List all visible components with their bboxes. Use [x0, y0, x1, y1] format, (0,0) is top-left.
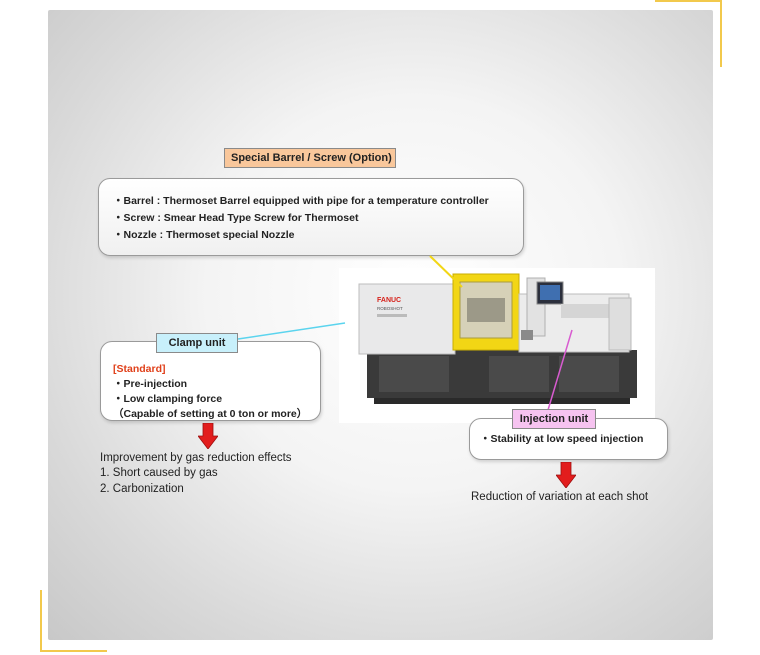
effect-short-by-gas: 1. Short caused by gas — [100, 467, 218, 479]
injection-callout-line — [547, 329, 573, 411]
machine-model-badge — [377, 314, 407, 317]
barrel-callout-line — [429, 255, 463, 288]
machine-brand: FANUC — [377, 297, 401, 304]
pre-injection-line: ・Pre-injection — [113, 378, 188, 390]
low-speed-injection-line: ・Stability at low speed injection — [480, 433, 644, 445]
standard-label: [Standard] — [113, 363, 166, 375]
clamp-callout-line — [237, 322, 346, 340]
machine-illustration: FANUC ROBOSHOT — [358, 273, 637, 404]
injection-cylinder-cover — [561, 304, 609, 318]
frame-corner-bottom-left — [40, 590, 107, 652]
injection-molding-machine-image: FANUC ROBOSHOT — [339, 268, 655, 423]
control-screen-display — [540, 285, 560, 300]
effect-carbonization: 2. Carbonization — [100, 483, 184, 495]
injection-unit-tag: Injection unit — [512, 409, 596, 429]
variation-reduction-effect: Reduction of variation at each shot — [471, 491, 649, 503]
machine-base-panel-right — [559, 356, 619, 392]
barrel-spec-line: ・Barrel : Thermoset Barrel equipped with… — [113, 195, 489, 207]
machine-base-panel-mid — [489, 356, 549, 392]
barrel-spec-box: ・Barrel : Thermoset Barrel equipped with… — [98, 178, 524, 256]
injection-rear-cover — [608, 297, 632, 351]
gas-reduction-effect: Improvement by gas reduction effects — [100, 452, 292, 464]
clamp-setting-note: （Capable of setting at 0 ton or more） — [113, 408, 308, 420]
nozzle-block — [521, 330, 533, 340]
machine-base-panel-left — [379, 356, 449, 392]
low-clamping-force-line: ・Low clamping force — [113, 393, 223, 405]
screw-spec-line: ・Screw : Smear Head Type Screw for Therm… — [113, 212, 359, 224]
injection-down-arrow-icon — [556, 462, 576, 488]
clamp-unit-box: [Standard] ・Pre-injection ・Low clamping … — [100, 341, 321, 421]
machine-foot — [374, 398, 630, 404]
clamp-down-arrow-icon — [198, 423, 218, 449]
clamp-unit-tag: Clamp unit — [156, 333, 238, 353]
special-barrel-screw-tag: Special Barrel / Screw (Option) — [224, 148, 396, 168]
machine-model: ROBOSHOT — [377, 306, 403, 311]
frame-corner-top-right — [655, 0, 722, 67]
mold-area — [467, 298, 505, 322]
clamp-housing — [358, 283, 456, 355]
nozzle-spec-line: ・Nozzle : Thermoset special Nozzle — [113, 229, 295, 241]
